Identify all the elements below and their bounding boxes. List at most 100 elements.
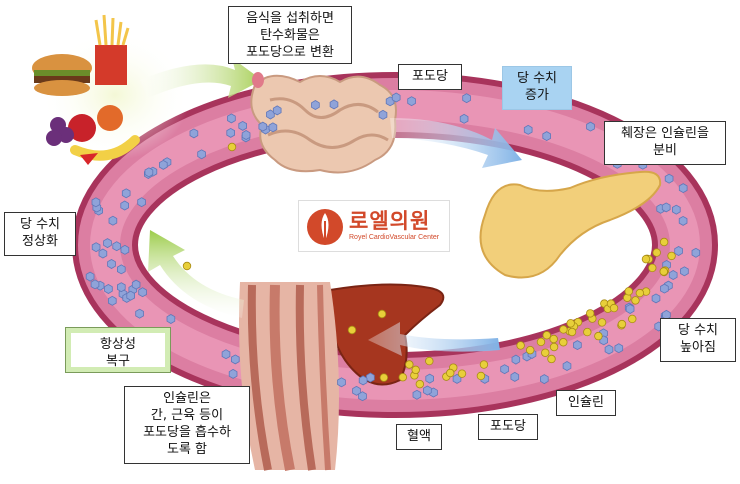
insulin-molecule-icon — [617, 319, 627, 329]
glucose-molecule-icon — [85, 271, 95, 282]
glucose-molecule-icon — [272, 105, 282, 116]
glucose-molecule-icon — [241, 130, 251, 140]
clinic-logo-subtitle: Royel CardioVascular Center — [349, 234, 440, 241]
insulin-molecule-icon — [405, 360, 414, 369]
insulin-molecule-icon — [652, 248, 661, 257]
glucose-molecule-icon — [425, 373, 435, 384]
insulin-molecule-icon — [182, 261, 192, 271]
glucose-molecule-icon — [226, 127, 236, 138]
insulin-molecule-icon — [415, 379, 425, 389]
glucose-molecule-icon — [660, 283, 669, 294]
glucose-molecule-icon — [329, 99, 339, 110]
label-sugar-rise: 당 수치 증가 — [502, 66, 572, 110]
glucose-molecule-icon — [120, 244, 130, 255]
glucose-molecule-icon — [668, 270, 678, 280]
insulin-molecule-icon — [549, 342, 559, 352]
glucose-molecule-icon — [678, 183, 688, 194]
insulin-molecule-icon — [624, 287, 633, 296]
glucose-molecule-icon — [311, 100, 320, 110]
label-sugar-normal: 당 수치 정상화 — [4, 212, 76, 256]
glucose-molecule-icon — [586, 121, 595, 132]
insulin-molecule-icon — [631, 296, 640, 305]
glucose-molecule-icon — [197, 149, 206, 160]
insulin-molecule-icon — [377, 309, 387, 319]
glucose-molecule-icon — [691, 247, 701, 258]
molecule-dots — [85, 92, 701, 402]
glucose-molecule-icon — [366, 372, 375, 383]
glucose-molecule-icon — [158, 159, 168, 170]
glucose-molecule-icon — [661, 202, 671, 213]
insulin-molecule-icon — [516, 341, 525, 350]
glucose-molecule-icon — [90, 279, 100, 290]
blue-arrow-bottom — [368, 322, 500, 356]
label-insulin-absorb: 인슐린은 간, 근육 등이 포도당을 흡수하 도록 함 — [124, 386, 250, 464]
insulin-molecule-icon — [609, 303, 619, 313]
glucose-molecule-icon — [651, 293, 661, 304]
glucose-molecule-icon — [510, 371, 520, 382]
insulin-molecule-icon — [347, 325, 357, 335]
glucose-molecule-icon — [189, 128, 199, 139]
label-eating: 음식을 섭취하면 탄수화물은 포도당으로 변환 — [228, 6, 352, 64]
insulin-molecule-icon — [597, 318, 607, 327]
insulin-molecule-icon — [659, 237, 669, 247]
clinic-logo: 로엘의원 Royel CardioVascular Center — [298, 200, 450, 252]
blue-arrow-top — [390, 118, 522, 168]
label-glucose-bottom: 포도당 — [478, 414, 538, 440]
glucose-molecule-icon — [228, 368, 238, 379]
glucose-molecule-icon — [221, 349, 231, 360]
glucose-molecule-icon — [126, 290, 136, 301]
glucose-molecule-icon — [120, 200, 130, 211]
glucose-molecule-icon — [144, 167, 154, 178]
insulin-molecule-icon — [476, 371, 486, 381]
glucose-molecule-icon — [523, 124, 533, 135]
glucose-molecule-icon — [604, 344, 614, 355]
glucose-molecule-icon — [166, 314, 176, 324]
insulin-molecule-icon — [425, 356, 434, 366]
glucose-molecule-icon — [423, 385, 432, 396]
insulin-molecule-icon — [667, 251, 676, 261]
insulin-molecule-icon — [479, 360, 489, 369]
glucose-molecule-icon — [107, 259, 116, 269]
label-pancreas: 췌장은 인슐린을 분비 — [604, 121, 726, 165]
insulin-molecule-icon — [641, 254, 651, 264]
insulin-molecule-icon — [586, 309, 595, 318]
green-arrow-normalize — [148, 230, 244, 318]
insulin-molecule-icon — [659, 267, 668, 276]
glucose-molecule-icon — [352, 385, 361, 396]
glucose-molecule-icon — [358, 391, 367, 402]
glucose-molecule-icon — [412, 389, 422, 400]
glucose-molecule-icon — [459, 113, 469, 124]
glucose-molecule-icon — [258, 121, 268, 132]
glucose-molecule-icon — [268, 122, 278, 133]
insulin-molecule-icon — [536, 337, 546, 347]
clinic-logo-mark-icon — [307, 209, 343, 245]
glucose-molecule-icon — [672, 204, 681, 215]
glucose-molecule-icon — [542, 131, 551, 142]
label-glucose-top: 포도당 — [398, 64, 462, 90]
insulin-molecule-icon — [594, 331, 603, 341]
green-arrow-food-to-intestine — [140, 58, 262, 98]
insulin-molecule-icon — [547, 354, 556, 364]
glucose-molecule-icon — [104, 284, 113, 294]
glucose-molecule-icon — [358, 375, 368, 386]
insulin-molecule-icon — [398, 373, 407, 382]
insulin-molecule-icon — [541, 348, 550, 357]
glucose-molecule-icon — [337, 377, 346, 388]
glucose-molecule-icon — [117, 264, 126, 275]
insulin-molecule-icon — [648, 263, 657, 273]
glucose-molecule-icon — [137, 197, 146, 208]
glucose-molecule-icon — [407, 96, 416, 107]
glucose-molecule-icon — [121, 188, 131, 199]
insulin-molecule-icon — [635, 288, 645, 298]
glucose-molecule-icon — [540, 374, 549, 385]
glucose-molecule-icon — [511, 354, 521, 365]
insulin-molecule-icon — [526, 345, 535, 355]
glucose-molecule-icon — [562, 361, 572, 371]
glucose-molecule-icon — [135, 308, 144, 319]
insulin-molecule-icon — [549, 334, 558, 344]
glucose-molecule-icon — [112, 241, 121, 252]
insulin-molecule-icon — [542, 331, 551, 340]
insulin-molecule-icon — [446, 368, 455, 378]
